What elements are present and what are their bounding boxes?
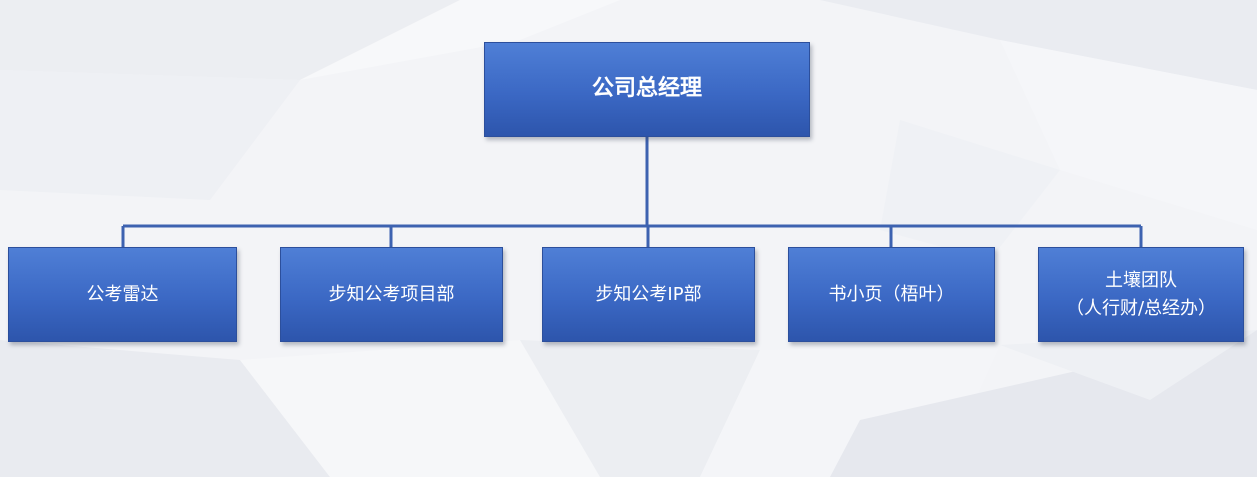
org-node-buzhi-ip-dept: 步知公考IP部 [542,247,755,342]
org-node-general-manager: 公司总经理 [484,42,810,137]
org-node-shuxiaoye: 书小页（梧叶） [788,247,995,342]
org-node-gongkao-radar: 公考雷达 [8,247,237,342]
org-node-buzhi-project-dept: 步知公考项目部 [280,247,503,342]
org-node-turang-team: 土壤团队 （人行财/总经办） [1038,247,1244,342]
